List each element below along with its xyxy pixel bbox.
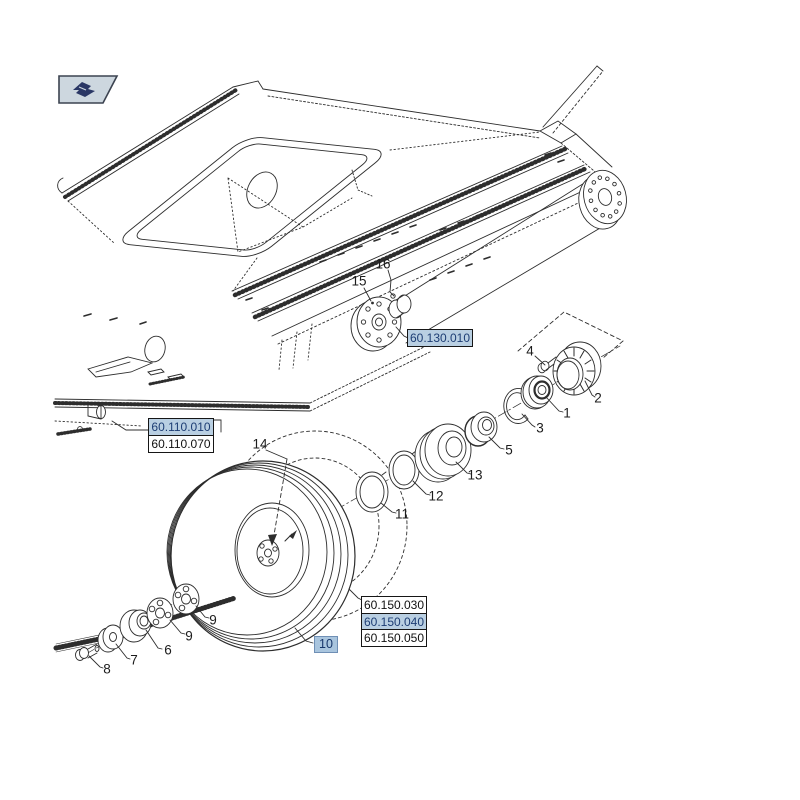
ref-group-60-130: 60.130.010	[407, 329, 473, 347]
part-ref-60-150-040[interactable]: 60.150.040	[361, 612, 427, 631]
callout-8[interactable]: 8	[103, 661, 111, 677]
part-ref-60-110-010[interactable]: 60.110.010	[148, 418, 214, 436]
part-flange-9a	[146, 597, 174, 629]
part-coil-hub-13	[414, 423, 472, 483]
part-bolt-4	[537, 356, 557, 374]
part-bolt-8	[75, 643, 100, 661]
callout-1[interactable]: 1	[563, 405, 571, 421]
callout-15[interactable]: 15	[351, 273, 367, 289]
callout-12[interactable]: 12	[428, 488, 444, 504]
callout-10-selected[interactable]: 10	[314, 636, 338, 653]
callout-4[interactable]: 4	[526, 343, 534, 359]
callout-16[interactable]: 16	[375, 256, 391, 272]
callout-14[interactable]: 14	[252, 436, 268, 452]
part-bearing-hub-1	[520, 375, 554, 410]
callout-9b[interactable]: 9	[209, 612, 217, 628]
part-ref-60-150-050[interactable]: 60.150.050	[361, 629, 427, 647]
callout-3[interactable]: 3	[536, 420, 544, 436]
part-ref-60-110-070[interactable]: 60.110.070	[148, 434, 214, 453]
callout-9a[interactable]: 9	[185, 628, 193, 644]
part-hub-6	[119, 609, 152, 643]
part-flange-9b	[172, 583, 200, 615]
part-ring-12	[388, 450, 420, 490]
callout-13[interactable]: 13	[467, 467, 483, 483]
ref-group-60-110: 60.110.010 60.110.070	[148, 418, 214, 453]
part-bearing-ring-2	[552, 341, 602, 396]
mounting-ghost-box	[517, 311, 624, 359]
callout-6[interactable]: 6	[164, 642, 172, 658]
part-washer-7	[97, 624, 124, 653]
gauge-wheel	[166, 460, 356, 652]
ref-group-60-150: 60.150.030 60.150.040 60.150.050	[361, 596, 427, 647]
callout-leader-lines	[88, 269, 596, 669]
machine-frame	[53, 65, 627, 436]
callout-7[interactable]: 7	[130, 652, 138, 668]
related-parts-icon	[58, 75, 119, 104]
part-ring-11	[355, 471, 389, 513]
callout-5[interactable]: 5	[505, 442, 513, 458]
callout-2[interactable]: 2	[594, 390, 602, 406]
part-ref-60-150-030[interactable]: 60.150.030	[361, 596, 427, 614]
part-bearing-5	[464, 411, 498, 447]
part-ref-60-130-010[interactable]: 60.130.010	[407, 329, 473, 347]
callout-11[interactable]: 11	[394, 506, 410, 522]
related-parts-button[interactable]	[58, 75, 120, 105]
